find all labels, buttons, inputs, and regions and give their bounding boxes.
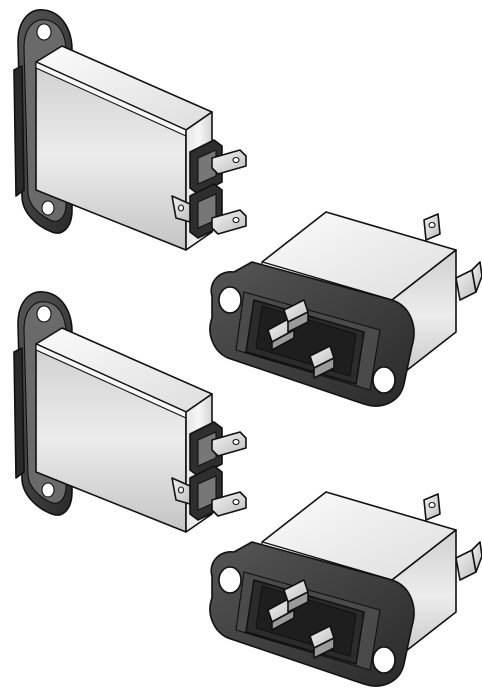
side-unit-top <box>13 8 247 251</box>
front-unit-bottom <box>209 491 482 687</box>
front-unit-top <box>209 211 482 407</box>
